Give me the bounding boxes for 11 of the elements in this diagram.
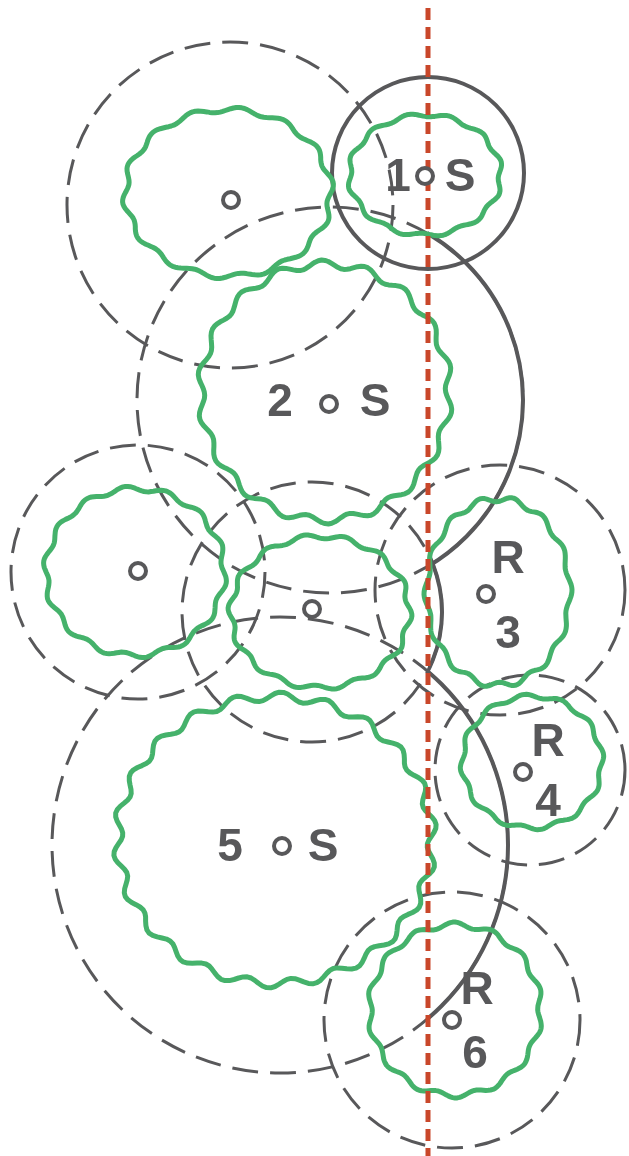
blob-label: 1 <box>385 152 411 198</box>
blob-label: 3 <box>495 609 521 655</box>
blob-label: R <box>531 717 565 763</box>
blob-label: 2 <box>267 377 293 423</box>
blob-label: S <box>444 152 476 198</box>
blob-label: R <box>491 534 525 580</box>
blob-label: 4 <box>535 777 561 823</box>
blob-label: S <box>307 822 339 868</box>
blob-label: S <box>359 377 391 423</box>
blob-label: 5 <box>217 822 243 868</box>
blob-label: 6 <box>462 1029 488 1075</box>
